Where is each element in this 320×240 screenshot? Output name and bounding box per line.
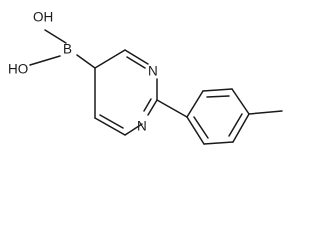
bond-phenyl-3-4 <box>231 88 250 115</box>
bond-phenyl-1-2 <box>186 90 204 118</box>
bond-phenyl-6-1 <box>186 116 205 145</box>
bond-c6-n1-inner <box>126 56 146 69</box>
bond-c2-n3 <box>147 99 158 116</box>
bond-oh-top-to-boron <box>44 29 67 44</box>
bond-n3-c4 <box>124 123 143 136</box>
bond-c6-n1-double <box>124 49 149 65</box>
bond-c2-n3-inner <box>143 98 152 112</box>
label-oh-top: OH <box>33 10 53 25</box>
bond-phenyl-5-6 <box>203 141 234 145</box>
bond-phenyl-6-1-inner <box>193 116 209 139</box>
bond-phenyl-4-5 <box>232 113 250 143</box>
bond-phenyl-4-5-inner <box>228 113 243 137</box>
label-nitrogen-bottom: N <box>137 119 147 134</box>
bond-phenyl-2-3 <box>202 88 233 92</box>
chemical-structure-diagram: OH HO B N N <box>8 10 283 145</box>
bond-methyl <box>248 110 283 115</box>
bond-c4-c5 <box>94 117 126 136</box>
label-nitrogen-top: N <box>148 64 158 79</box>
bond-oh-bottom-to-boron <box>29 55 61 66</box>
bond-c5-c6 <box>94 49 126 69</box>
label-oh-bottom: HO <box>8 62 28 77</box>
bond-pyrimidine-to-phenyl <box>156 99 188 118</box>
label-boron: B <box>63 42 72 57</box>
bond-phenyl-2-3-inner <box>206 95 230 98</box>
bond-c4-c5-inner <box>99 114 124 129</box>
bond-boron-to-ring <box>76 54 96 69</box>
